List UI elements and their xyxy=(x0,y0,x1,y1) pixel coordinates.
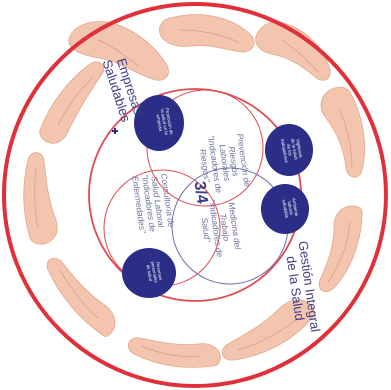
hand-left-bottom xyxy=(23,152,58,245)
dot-right xyxy=(261,184,309,234)
dot-top-right xyxy=(265,124,313,176)
venn-circle-top xyxy=(146,89,264,207)
dot-top-left xyxy=(134,95,184,151)
hands-illustration xyxy=(23,14,366,368)
hand-top-right xyxy=(255,21,331,81)
hand-bottom-center xyxy=(127,337,221,368)
hand-top-center xyxy=(159,14,255,53)
plus-icon xyxy=(112,128,118,134)
hand-right-top xyxy=(320,86,366,178)
hand-bottom-left xyxy=(46,257,116,337)
hand-bottom-right xyxy=(221,299,315,361)
center-label: 3/4 xyxy=(190,180,211,205)
hand-top-left xyxy=(68,21,169,81)
dot-bottom-left xyxy=(122,248,176,298)
outer-ring xyxy=(2,2,388,388)
hand-right-bottom xyxy=(318,205,363,293)
